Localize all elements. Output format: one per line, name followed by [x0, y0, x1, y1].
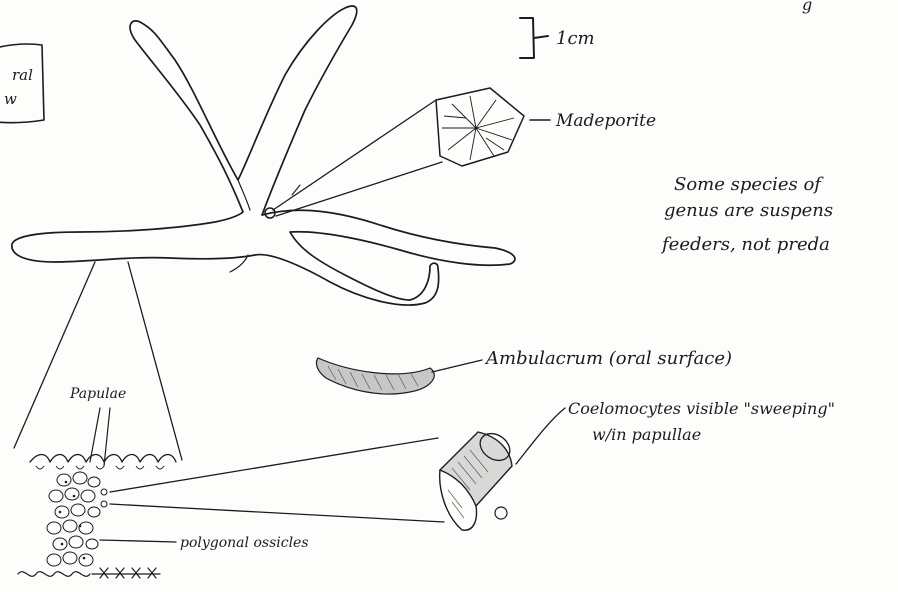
papulae-small-loops: [36, 466, 164, 469]
origin-circle-2: [101, 501, 107, 507]
ossicles-pointer: [100, 540, 176, 542]
coelomocyte-pointer: [516, 408, 565, 464]
coelomocyte-cylinder: [440, 432, 512, 506]
top-right-partial-text: g: [802, 0, 812, 14]
origin-circle-1: [101, 489, 107, 495]
madreporite-pointer-upper: [292, 185, 300, 195]
ambulacrum-pointer: [432, 360, 482, 372]
papulae-label: Papulae: [69, 386, 126, 402]
coelomocytes-label-line2: w/in papullae: [592, 425, 701, 444]
ossicle-bottom-surface: [18, 568, 160, 578]
magnify-lines-arm: [14, 262, 182, 460]
ossicles-label: polygonal ossicles: [180, 535, 309, 551]
note-line-1: Some species of: [674, 174, 824, 195]
papulae-surface: [30, 455, 176, 463]
ossicle-column: [47, 472, 100, 566]
madreporite-detail-rays: [442, 96, 514, 160]
note-line-3: feeders, not preda: [660, 234, 830, 255]
coelomocytes-label-line1: Coelomocytes visible "sweeping": [568, 399, 835, 418]
box-text-line2: w: [4, 90, 17, 108]
coelomocyte-pointer-lines: [110, 438, 444, 522]
ambulacrum-label: Ambulacrum (oral surface): [484, 348, 732, 369]
scale-bar: [520, 18, 548, 58]
madreporite-label: Madeporite: [555, 111, 656, 131]
box-text-line1: ral: [12, 66, 33, 84]
coelomocyte-small-circle: [495, 507, 507, 519]
madreporite-pointer-lines: [273, 100, 442, 216]
note-line-2: genus are suspens: [664, 200, 833, 221]
scale-bar-label: 1cm: [556, 28, 595, 49]
